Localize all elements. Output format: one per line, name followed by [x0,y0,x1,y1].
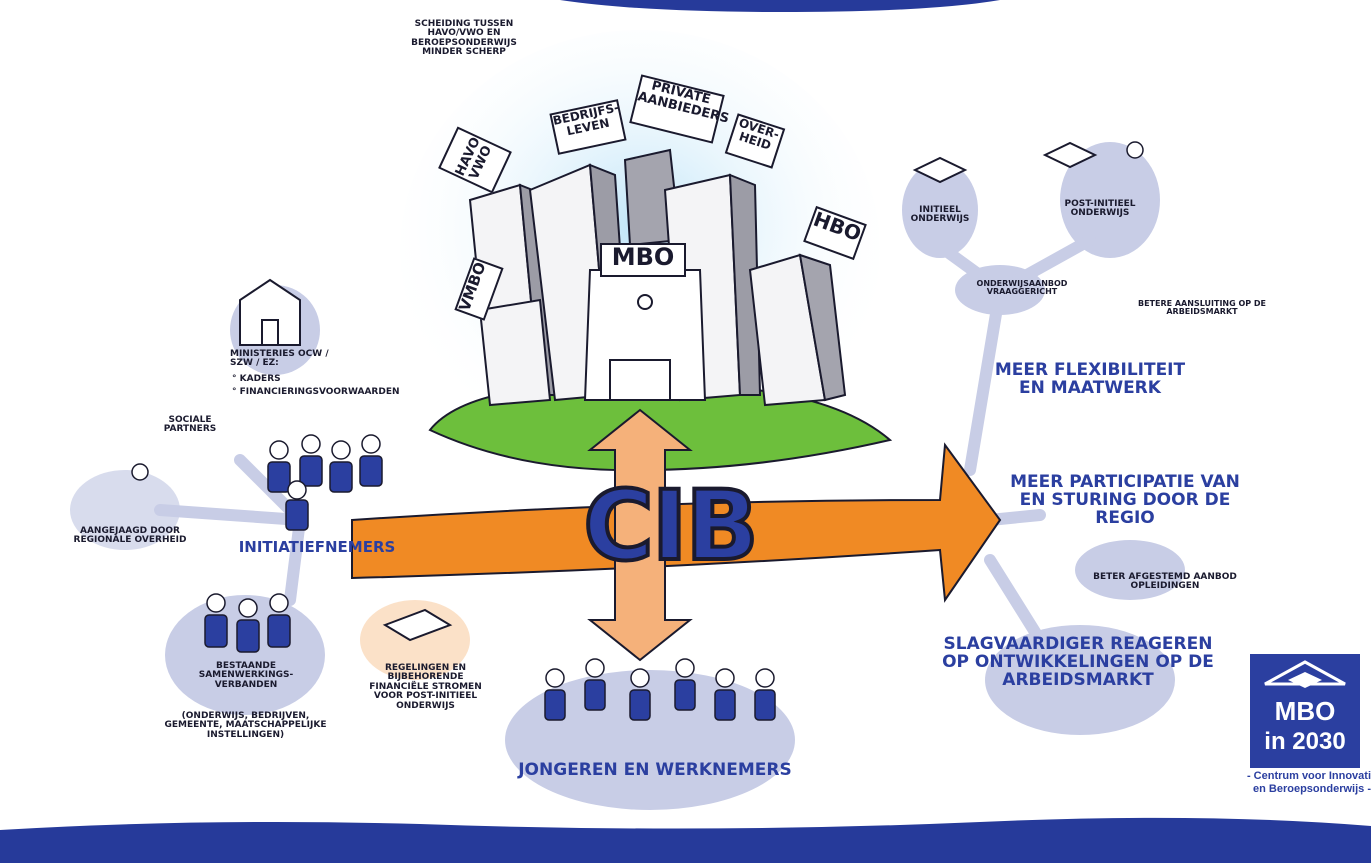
initieel-label: INITIEEL ONDERWIJS [910,205,970,225]
mbo-2030-logo: MBO in 2030 [1250,654,1360,768]
bottom-band [0,817,1371,863]
sign-mbo: MBO [600,243,686,277]
logo-sub-line2: en Beroepsonderwijs - [1253,783,1371,796]
flexibiliteit-label: MEER FLEXIBILITEIT EN MAATWERK [994,360,1186,398]
top-note: SCHEIDING TUSSEN HAVO/VWO EN BEROEPSONDE… [411,19,517,58]
vraaggericht-label: ONDERWIJSAANBOD VRAAGGERICHT [976,279,1068,297]
initiatiefnemers-label: INITIATIEFNEMERS [238,538,396,556]
cib-title: CIB [581,468,760,584]
slagvaardiger-label: SLAGVAARDIGER REAGEREN OP ONTWIKKELINGEN… [942,634,1214,690]
ministeries-label: MINISTERIES OCW / SZW / EZ: [230,349,329,369]
logo-line2: in 2030 [1264,728,1346,755]
people-heads [131,141,1144,688]
orange-arrow [351,442,1002,603]
house-graduation-icon [1264,660,1346,688]
top-band [560,0,1000,12]
city-buildings [468,148,847,407]
logo-line1: MBO [1274,696,1336,726]
sociale-partners-label: SOCIALE PARTNERS [163,415,217,435]
logo-subtitle: - Centrum voor Innovati en Beroepsonderw… [1228,770,1371,796]
aangejaagd-label: AANGEJAAGD DOOR REGIONALE OVERHEID [73,526,187,546]
regelingen-label: REGELINGEN EN BIJBEHORENDE FINANCIËLE ST… [369,663,482,711]
bestaande-detail: (ONDERWIJS, BEDRIJVEN, GEMEENTE, MAATSCH… [164,711,327,740]
aansluiting-label: BETERE AANSLUITING OP DE ARBEIDSMARKT [1137,299,1267,317]
jongeren-label: JONGEREN EN WERKNEMERS [518,760,792,780]
book-euro-icon [382,608,453,642]
ministeries-item-kaders: ° KADERS [232,374,281,384]
vertical-arrow [587,408,693,662]
church-icon [239,278,301,346]
afgestemd-label: BETER AFGESTEMD AANBOD OPLEIDINGEN [1093,572,1237,592]
post-initieel-label: POST-INITIEEL ONDERWIJS [1064,199,1136,219]
logo-sub-line1: - Centrum voor Innovati [1246,770,1371,782]
ministeries-item-financiering: ° FINANCIERINGSVOORWAARDEN [232,387,400,397]
bestaande-label: BESTAANDE SAMENWERKINGS-VERBANDEN [198,661,294,690]
graduation-cap-icons [912,141,1098,184]
participatie-label: MEER PARTICIPATIE VAN EN STURING DOOR DE… [1010,472,1240,528]
people-groups [204,455,776,721]
